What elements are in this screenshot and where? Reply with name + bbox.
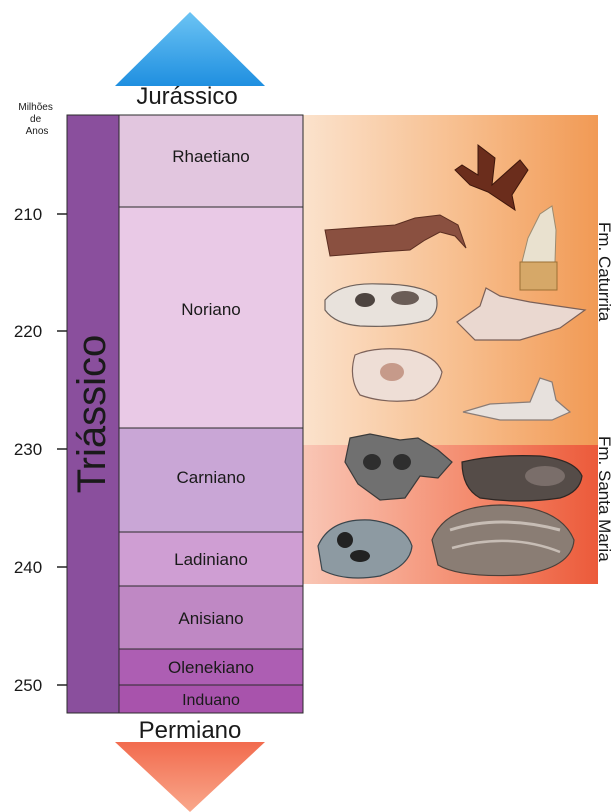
- skull-5-orbit: [337, 532, 353, 548]
- fossil-skull-1-image: [325, 284, 437, 327]
- skull-1-fenestra: [391, 291, 419, 305]
- formation-label-santa-maria: Fm. Santa Maria: [595, 436, 614, 562]
- axis-title-line-1: Milhões: [18, 102, 52, 113]
- era-below-label: Permiano: [139, 717, 242, 744]
- stage-label-rhaetiano: Rhaetiano: [172, 147, 250, 166]
- tick-label-220: 220: [14, 322, 42, 341]
- skull-5-fenestra: [350, 550, 370, 562]
- up-arrow-icon: [115, 12, 265, 86]
- stage-label-olenekiano: Olenekiano: [168, 658, 254, 677]
- tick-label-230: 230: [14, 440, 42, 459]
- axis-title-line-2: de: [30, 114, 42, 125]
- stage-label-carniano: Carniano: [177, 468, 246, 487]
- skull-3-orbit-right: [393, 454, 411, 470]
- period-label: Triássico: [70, 335, 114, 494]
- tick-label-250: 250: [14, 676, 42, 695]
- stage-label-anisiano: Anisiano: [178, 609, 243, 628]
- age-axis: 210 220 230 240 250: [14, 205, 67, 695]
- axis-title-line-3: Anos: [26, 126, 49, 137]
- stage-label-ladiniano: Ladiniano: [174, 550, 248, 569]
- stage-column: Rhaetiano Noriano Carniano Ladiniano Ani…: [119, 115, 303, 713]
- skull-2-orbit: [380, 363, 404, 381]
- skull-4-highlight: [525, 466, 565, 486]
- stage-label-noriano: Noriano: [181, 300, 241, 319]
- down-arrow-icon: [115, 742, 265, 812]
- stage-label-induano: Induano: [182, 692, 240, 709]
- skull-1-orbit: [355, 293, 375, 307]
- fossil-tooth-base: [520, 262, 557, 290]
- tick-label-210: 210: [14, 205, 42, 224]
- tick-label-240: 240: [14, 558, 42, 577]
- axis-title: Milhões de Anos: [18, 102, 55, 137]
- era-above-label: Jurássico: [136, 83, 237, 110]
- skull-3-orbit-left: [363, 454, 381, 470]
- formation-label-caturrita: Fm. Caturrita: [595, 222, 614, 322]
